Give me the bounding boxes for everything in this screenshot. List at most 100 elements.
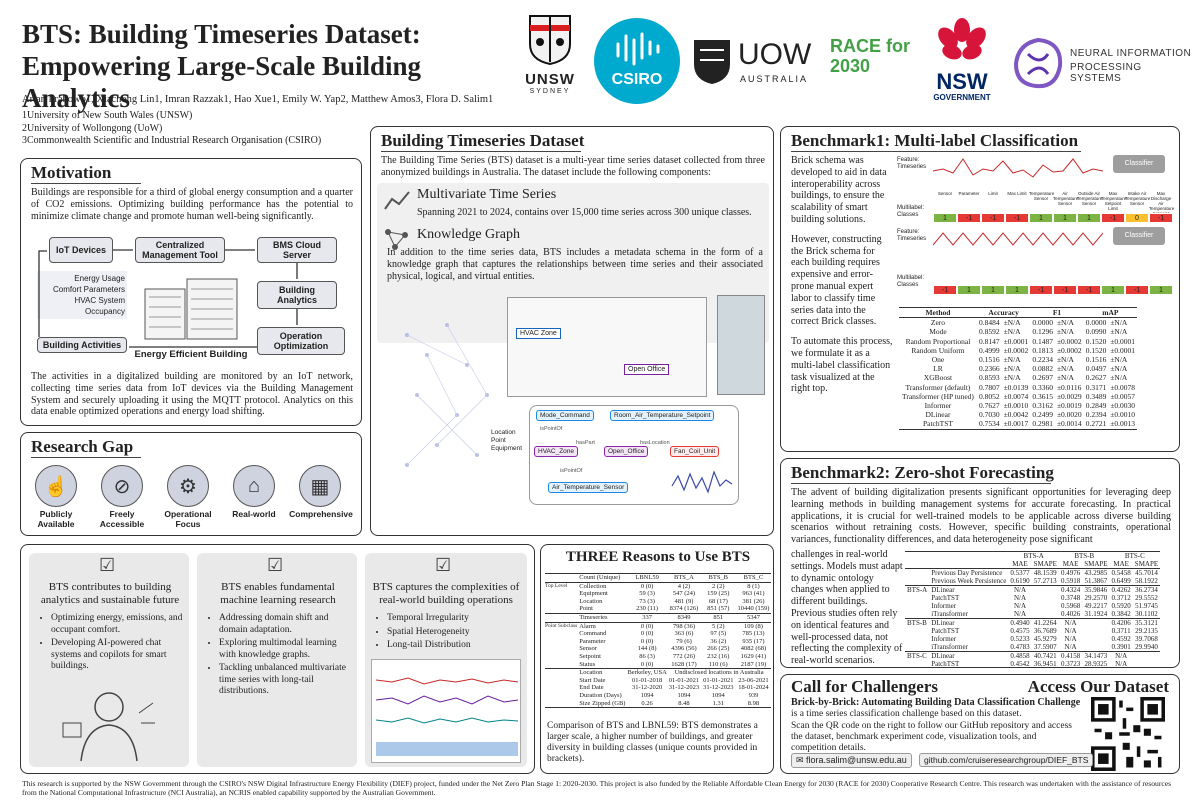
table-cell: PatchTST — [922, 419, 953, 429]
title-line1: BTS: Building Timeseries Dataset: — [22, 19, 421, 49]
table-cell: 266 (25) — [707, 645, 730, 653]
cmt-label: Centralized Management Tool — [142, 240, 218, 260]
table-cell: 23-06-2021 — [738, 676, 769, 684]
knowledge-graph-icon — [385, 229, 408, 250]
challenge-text1: is a time series classification challeng… — [791, 709, 1022, 719]
table-cell: Transformer (HP tuned) — [902, 391, 974, 401]
table-cell: 2 (2) — [712, 582, 725, 590]
table-cell: 0.0000 — [1032, 318, 1053, 328]
table-header-cell — [905, 552, 1008, 561]
table-cell: 1628 (17) — [671, 660, 697, 668]
analytics-box: Building Analytics — [257, 281, 337, 309]
class-name: Temperature Sensor — [1029, 191, 1055, 201]
nsw-text: NSW — [936, 69, 988, 94]
table-cell: Collection — [579, 582, 607, 590]
line-chart-icon — [384, 191, 410, 210]
energy-list-item: Energy Usage — [74, 274, 125, 283]
activities-box: Building Activities — [37, 337, 127, 353]
github-link[interactable]: github.com/cruiseresearchgroup/DIEF_BTS — [919, 753, 1094, 767]
uow-crest-icon — [694, 40, 730, 84]
table-header-cell: Count (Unique) — [579, 574, 621, 581]
table-cell: 0.2394 — [1085, 410, 1107, 420]
gap-item-3: Operational Focus — [164, 509, 212, 529]
kg-edge-ispointof-2: isPointOf — [560, 468, 583, 474]
table-header-cell: BTS_C — [743, 574, 764, 581]
footer: This research is supported by the NSW Go… — [22, 779, 1172, 797]
timeseries-screenshot — [371, 659, 521, 763]
row-group-label — [545, 645, 577, 653]
table-cell: 0.8052 — [978, 391, 1000, 401]
table-header-cell: mAP — [1102, 308, 1119, 317]
table-cell: ±N/A — [1056, 318, 1074, 328]
race-logo: RACE for 2030 — [830, 36, 920, 76]
table-cell: ±N/A — [1056, 373, 1074, 383]
table-cell: Location — [579, 669, 603, 677]
csiro-logo: CSIRO — [594, 18, 680, 104]
table-cell: ±N/A — [1110, 364, 1128, 374]
table-cell: 4 (2) — [677, 582, 691, 590]
table-cell: 0.4262 — [1111, 586, 1131, 594]
bms-label: BMS Cloud Server — [273, 240, 321, 260]
energy-list-item: HVAC System — [74, 296, 125, 305]
contribution-1: ☑ BTS contributes to building analytics … — [29, 553, 189, 767]
bench1-title: Benchmark1: Multi-label Classification — [791, 131, 1079, 150]
table-cell: 851 (57) — [707, 605, 730, 613]
table-cell: 0.3171 — [1085, 382, 1107, 392]
qr-code-icon — [1091, 697, 1165, 771]
table-cell: DLinear — [931, 586, 955, 594]
affiliation-1: 1University of New South Wales (UNSW) — [22, 110, 193, 121]
table-cell: 0 (0) — [640, 630, 654, 638]
table-cell: Point — [579, 605, 593, 613]
table-cell: Alarm — [579, 622, 596, 630]
table-cell: 29.5552 — [1135, 594, 1158, 602]
table-cell — [905, 635, 929, 643]
row-group-label — [545, 590, 577, 598]
table-cell: N/A — [1013, 594, 1027, 602]
class-name: Max Limit — [1007, 191, 1027, 196]
gap-item-1: Publicly Available — [37, 509, 75, 529]
label-cell: -1 — [957, 213, 981, 223]
table-cell: ±0.0074 — [1003, 391, 1029, 401]
table-header-cell: SMAPE — [1134, 560, 1159, 568]
diagram-arrows — [38, 249, 298, 348]
github-text: github.com/cruiseresearchgroup/DIEF_BTS — [924, 755, 1089, 765]
email-link[interactable]: ✉ flora.salim@unsw.edu.au — [791, 753, 912, 768]
bullet: Spatial Heterogeneity — [387, 627, 521, 639]
bms-box: BMS Cloud Server — [257, 237, 337, 263]
qr-code[interactable] — [1091, 697, 1165, 771]
table-cell: 0.4783 — [1010, 643, 1030, 651]
table-cell: ±0.0020 — [1056, 410, 1082, 420]
table-cell: ±0.0002 — [1056, 345, 1082, 355]
table-cell: ±0.0017 — [1003, 419, 1029, 429]
row-group-label — [545, 630, 577, 638]
legend-location: Location — [491, 429, 516, 436]
table-cell: 2187 (19) — [740, 660, 767, 668]
energy-efficient-label: Energy Efficient Building — [134, 349, 248, 360]
contribution-3-head: BTS captures the complexities of real-wo… — [372, 581, 520, 606]
table-cell: 0.5968 — [1060, 602, 1081, 610]
check-icon: ☑ — [99, 555, 116, 575]
row-group-label — [545, 653, 577, 661]
table-cell: 0.2721 — [1085, 419, 1107, 429]
table-cell: 785 (13) — [742, 630, 765, 638]
table-cell: ±0.0030 — [1110, 401, 1136, 411]
row-group-label — [545, 661, 577, 669]
table-cell: 0.4592 — [1111, 635, 1131, 643]
table-cell: 798 (36) — [672, 622, 696, 630]
table-cell: 40.7421 — [1033, 652, 1057, 660]
kg-node-hvac-zone: HVAC_Zone — [534, 446, 579, 457]
table-cell: 0.1487 — [1032, 336, 1053, 346]
bench2-panel: Benchmark2: Zero-shot Forecasting The ad… — [780, 458, 1180, 668]
table-cell: LR — [933, 364, 943, 374]
table-cell: 0.3901 — [1111, 643, 1131, 651]
gap-item-4: Real-world — [232, 509, 276, 519]
uow-text: UOW — [738, 38, 812, 71]
neurips-logo: NEURAL INFORMATION PROCESSING SYSTEMS — [1010, 30, 1195, 100]
nsw-sub: GOVERNMENT — [933, 93, 991, 102]
table-cell: 0.26 — [641, 699, 653, 707]
label-cell: 1 — [1077, 213, 1101, 223]
